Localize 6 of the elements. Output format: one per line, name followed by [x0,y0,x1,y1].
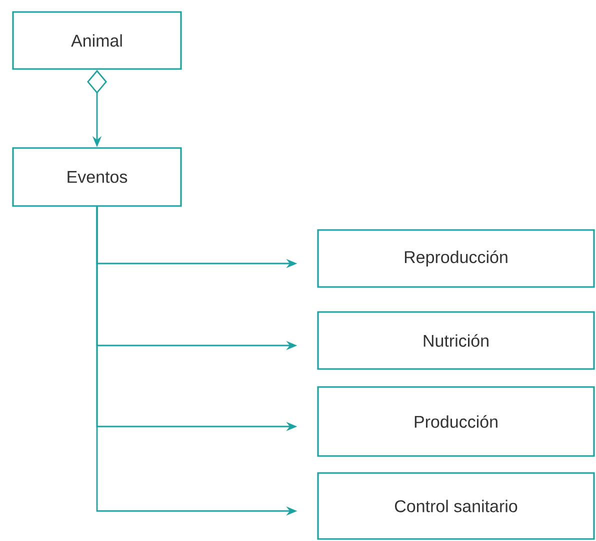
process-box: Eventos [12,147,182,207]
process-box: Nutrición [317,311,595,370]
process-box: Animal [12,11,182,70]
process-box: Producción [317,386,595,457]
process-box: Reproducción [317,229,595,288]
process-box: Control sanitario [317,472,595,540]
